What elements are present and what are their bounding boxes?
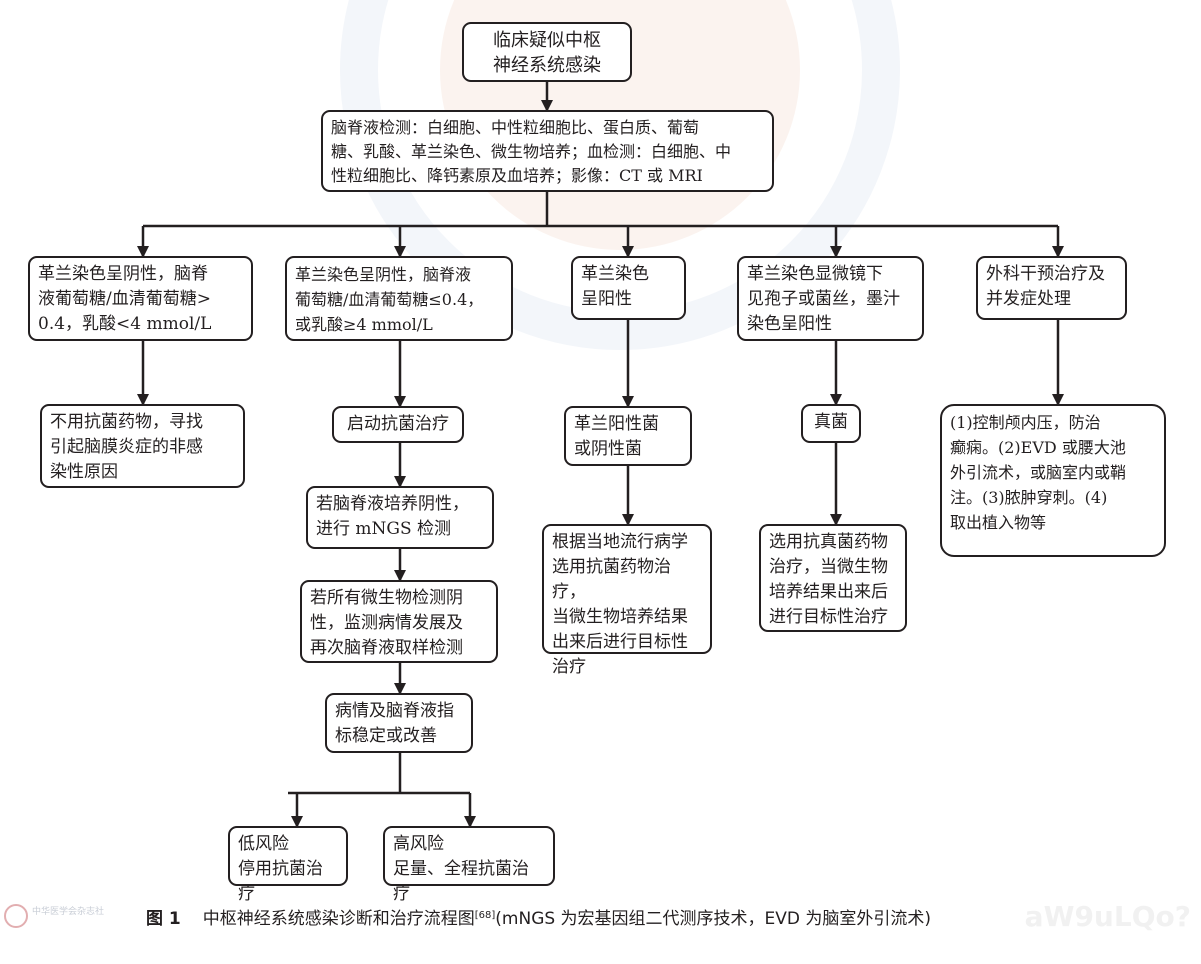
- node-high-risk: 高风险 足量、全程抗菌治疗: [383, 826, 555, 904]
- caption-note: (mNGS 为宏基因组二代测序技术，EVD 为脑室外引流术): [495, 909, 932, 929]
- node-branch-2-step-3: 若所有微生物检测阴 性，监测病情发展及 再次脑脊液取样检测: [300, 580, 498, 663]
- node-tests: 脑脊液检测：白细胞、中性粒细胞比、蛋白质、葡萄 糖、乳酸、革兰染色、微生物培养；…: [321, 110, 774, 192]
- publisher-name: 中华医学会杂志社: [32, 907, 105, 917]
- caption-reference: [68]: [474, 910, 496, 921]
- node-branch-2-step-1: 启动抗菌治疗: [332, 406, 464, 443]
- node-branch-4: 革兰染色显微镜下 见孢子或菌丝，墨汁 染色呈阳性: [737, 256, 924, 341]
- node-branch-1: 革兰染色呈阴性，脑脊 液葡萄糖/血清葡萄糖> 0.4，乳酸<4 mmol/L: [28, 256, 253, 341]
- node-branch-4-step-1: 真菌: [801, 404, 861, 443]
- figure-caption: 中华医学会杂志社 图 1 中枢神经系统感染诊断和治疗流程图[68](mNGS 为宏…: [0, 900, 1201, 944]
- node-branch-2: 革兰染色呈阴性，脑脊液 葡萄糖/血清葡萄糖≤0.4， 或乳酸≥4 mmol/L: [285, 256, 513, 341]
- node-branch-2-step-4: 病情及脑脊液指 标稳定或改善: [325, 693, 473, 753]
- node-branch-1-result: 不用抗菌药物，寻找 引起脑膜炎症的非感 染性原因: [40, 404, 245, 488]
- node-low-risk: 低风险 停用抗菌治疗: [228, 826, 348, 904]
- figure-label: 图 1: [146, 909, 181, 929]
- node-branch-5-step-1: (1)控制颅内压，防治 癫痫。(2)EVD 或腰大池 外引流术，或脑室内或鞘 注…: [940, 404, 1166, 557]
- node-branch-3-step-1: 革兰阳性菌 或阴性菌: [564, 406, 692, 466]
- publisher-logo-icon: [4, 904, 28, 928]
- node-branch-5: 外科干预治疗及 并发症处理: [976, 256, 1127, 320]
- node-branch-3-step-2: 根据当地流行病学 选用抗菌药物治疗， 当微生物培养结果 出来后进行目标性 治疗: [542, 524, 712, 677]
- node-branch-4-step-2: 选用抗真菌药物 治疗，当微生物 培养结果出来后 进行目标性治疗: [759, 524, 907, 632]
- caption-text: 图 1 中枢神经系统感染诊断和治疗流程图[68](mNGS 为宏基因组二代测序技术…: [146, 904, 931, 929]
- node-start: 临床疑似中枢 神经系统感染: [462, 22, 632, 82]
- caption-title: 中枢神经系统感染诊断和治疗流程图: [202, 909, 475, 929]
- node-branch-2-step-2: 若脑脊液培养阴性， 进行 mNGS 检测: [306, 486, 494, 549]
- corner-watermark-code: aW9uLQo?: [1024, 900, 1191, 933]
- node-branch-3: 革兰染色 呈阳性: [571, 256, 686, 320]
